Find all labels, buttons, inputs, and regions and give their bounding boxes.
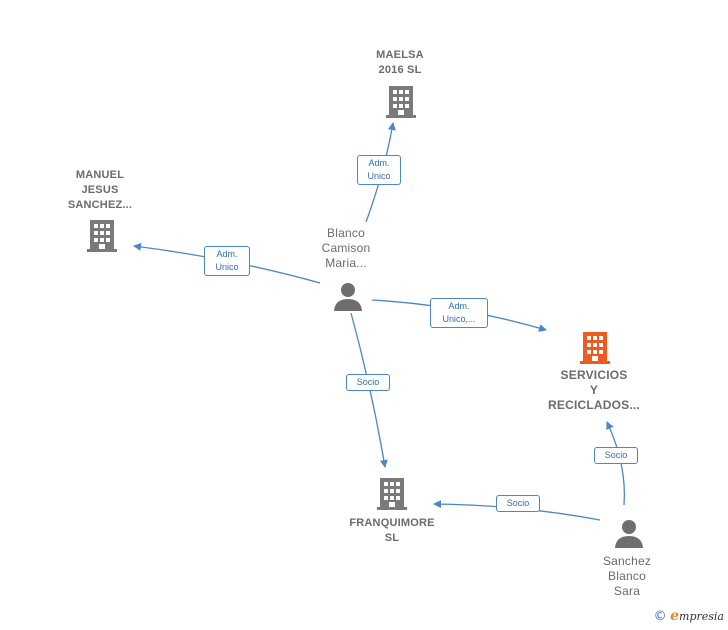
- brand-credit[interactable]: © empresia: [654, 608, 724, 624]
- edge-label-blanco-manuel[interactable]: Adm. Unico: [204, 246, 250, 276]
- person-icon-blanco[interactable]: [333, 281, 363, 311]
- node-label-line: FRANQUIMORE: [349, 517, 435, 529]
- edge-label-line: Unico: [367, 171, 391, 181]
- edge-label-sanchez-franquimore[interactable]: Socio: [496, 495, 540, 512]
- copyright-symbol: ©: [653, 609, 667, 624]
- edge-label-line: Socio: [604, 450, 628, 460]
- edge-label-sanchez-servicios[interactable]: Socio: [594, 447, 638, 464]
- node-label-maelsa[interactable]: MAELSA 2016 SL: [350, 48, 450, 78]
- node-label-franquimore[interactable]: FRANQUIMORE SL: [332, 516, 452, 546]
- edge-label-line: Adm.: [368, 158, 390, 168]
- edge-label-line: Socio: [506, 498, 530, 508]
- node-label-line: Blanco: [608, 569, 646, 583]
- edge-label-blanco-servicios[interactable]: Adm. Unico,...: [430, 298, 488, 328]
- edge-sanchez-servicios: [606, 421, 626, 506]
- edge-label-blanco-maelsa[interactable]: Adm. Unico: [357, 155, 401, 185]
- node-label-line: MANUEL: [75, 169, 125, 181]
- brand-logo-initial: e: [670, 608, 680, 624]
- node-label-line: Sara: [613, 584, 641, 598]
- building-icon-manuel[interactable]: [87, 218, 117, 252]
- building-icon-franquimore[interactable]: [377, 476, 407, 510]
- node-label-line: Sanchez: [602, 554, 652, 568]
- node-label-line: MAELSA: [376, 49, 424, 61]
- node-label-line: Blanco: [327, 226, 365, 240]
- edge-label-line: Unico: [215, 262, 239, 272]
- node-label-line: SANCHEZ...: [67, 199, 133, 211]
- node-label-line: SL: [384, 532, 400, 544]
- edge-label-line: Adm.: [448, 301, 470, 311]
- node-label-line: SERVICIOS: [560, 368, 628, 382]
- edge-label-line: Socio: [356, 377, 380, 387]
- node-label-manuel[interactable]: MANUEL JESUS SANCHEZ...: [50, 168, 150, 213]
- brand-logo-text: mpresia: [679, 610, 724, 623]
- node-label-line: RECICLADOS...: [548, 398, 640, 412]
- node-label-line: JESUS: [81, 184, 119, 196]
- node-label-line: Maria...: [325, 256, 367, 270]
- building-icon-maelsa[interactable]: [386, 84, 416, 118]
- edge-label-blanco-franquimore[interactable]: Socio: [346, 374, 390, 391]
- node-label-servicios[interactable]: SERVICIOS Y RECICLADOS...: [534, 368, 654, 413]
- person-icon-sanchez[interactable]: [614, 518, 644, 548]
- node-label-blanco[interactable]: Blanco Camison Maria...: [296, 226, 396, 271]
- node-label-line: 2016 SL: [378, 64, 422, 76]
- node-label-sanchez[interactable]: Sanchez Blanco Sara: [577, 554, 677, 599]
- building-icon-servicios[interactable]: [580, 330, 610, 364]
- edge-label-line: Unico,...: [442, 314, 476, 324]
- node-label-line: Y: [589, 383, 599, 397]
- edge-label-line: Adm.: [216, 249, 238, 259]
- node-label-line: Camison: [321, 241, 371, 255]
